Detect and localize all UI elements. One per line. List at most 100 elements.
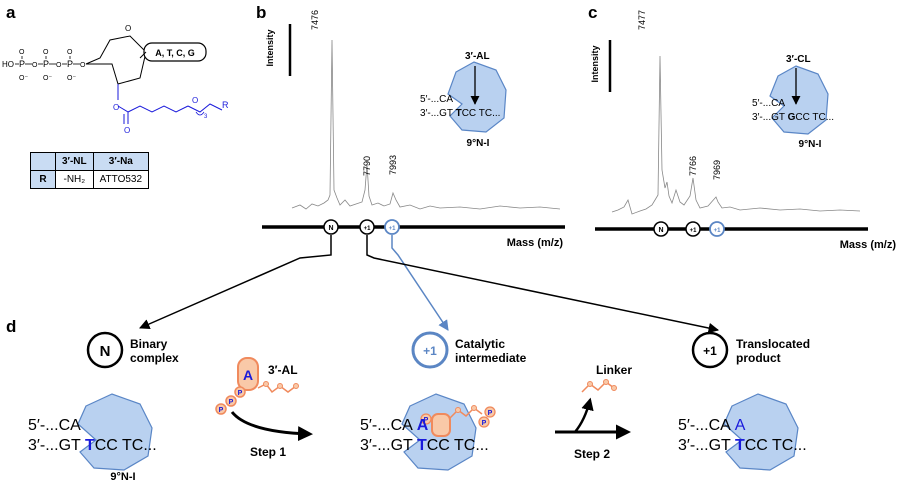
- svg-text:O: O: [124, 126, 130, 135]
- enzyme-label-c: 9°N-I: [799, 139, 822, 150]
- svg-text:P: P: [43, 59, 49, 69]
- svg-text:O: O: [67, 49, 73, 56]
- svg-text:+1: +1: [690, 228, 698, 234]
- state-binary-line2: complex: [130, 351, 179, 365]
- svg-text:O⁻: O⁻: [43, 75, 52, 82]
- base-box: [143, 42, 207, 62]
- svg-text:A: A: [243, 367, 253, 383]
- table-header-row: 3′-NL 3′-Na: [30, 152, 150, 171]
- strand-top-d-1: 5′-...CA: [28, 417, 81, 434]
- state-binary-line1: Binary: [130, 337, 168, 351]
- marker-n-c: [653, 221, 669, 237]
- peak-label-b-2: 7790: [362, 156, 372, 176]
- table-header: 3′-Na: [92, 152, 150, 171]
- svg-text:O: O: [32, 62, 38, 69]
- bound-nucleotide: P P P: [420, 405, 496, 437]
- marker-plus1-c: [685, 221, 701, 237]
- marker-n-b: [323, 219, 339, 235]
- panel-letter-d: d: [6, 317, 16, 336]
- xlabel-c: Mass (m/z): [840, 239, 897, 251]
- spectrum-c: [611, 55, 861, 215]
- state-intermediate-icon: [411, 331, 449, 369]
- svg-text:O: O: [113, 103, 119, 112]
- svg-text:O: O: [125, 24, 131, 33]
- r-group: R: [222, 100, 229, 110]
- triphosphate: POO⁻ O POO⁻ O POO⁻ O: [15, 49, 86, 82]
- nucleotide-3al: A P P P: [215, 357, 299, 415]
- strand-bottom-d-1: 3′-...GT TCC TC...: [28, 437, 157, 454]
- enzyme-d-1: [77, 393, 153, 471]
- arrow-to-product: [366, 235, 720, 334]
- panel-letter-c: c: [588, 3, 597, 22]
- svg-text:3: 3: [204, 114, 208, 120]
- step1-label: Step 1: [250, 445, 286, 459]
- base-label: A, T, C, G: [155, 48, 195, 58]
- table-cell: R: [30, 170, 56, 189]
- enzyme-label-d: 9°N-I: [110, 471, 135, 482]
- svg-text:P: P: [238, 390, 243, 397]
- xlabel-b: Mass (m/z): [507, 237, 564, 249]
- state-intermediate-line1: Catalytic: [455, 337, 505, 351]
- strand-top-c: 5′-...CA: [752, 98, 785, 109]
- state-product-line2: product: [736, 351, 781, 365]
- svg-text:P: P: [67, 59, 73, 69]
- nucleotide-label-c: 3′-CL: [786, 54, 811, 65]
- step1-arrow: [230, 411, 313, 442]
- svg-text:O⁻: O⁻: [67, 75, 76, 82]
- state-product-icon: [691, 331, 729, 369]
- svg-text:+1: +1: [703, 344, 717, 358]
- state-product-line1: Translocated: [736, 337, 810, 351]
- strand-bottom-d-2: 3′-...GT TCC TC...: [360, 437, 489, 454]
- svg-text:P: P: [488, 410, 493, 417]
- svg-text:N: N: [100, 343, 111, 360]
- peak-label-c-1: 7477: [637, 10, 647, 30]
- marker-intermediate-c: [709, 221, 725, 237]
- panel-letter-a: a: [6, 3, 16, 22]
- panel-letter-b: b: [256, 3, 266, 22]
- svg-text:O: O: [192, 96, 198, 105]
- arrow-to-binary: [139, 235, 332, 330]
- svg-text:+1: +1: [423, 344, 437, 358]
- strand-bottom-b: 3′-...GT TCC TC...: [420, 108, 500, 119]
- peak-label-b-1: 7476: [310, 10, 320, 30]
- nucleotide-structure: HO POO⁻ O POO⁻ O POO⁻ O O A, T, C, G: [2, 24, 229, 135]
- svg-text:O⁻: O⁻: [19, 75, 28, 82]
- svg-text:O: O: [19, 49, 25, 56]
- strand-bottom-c: 3′-...GT GCC TC...: [752, 112, 834, 123]
- svg-text:O: O: [56, 62, 62, 69]
- peak-label-c-2: 7766: [688, 156, 698, 176]
- nucleotide-label-d: 3′-AL: [268, 363, 298, 377]
- nucleotide-label-b: 3′-AL: [465, 51, 490, 62]
- enzyme-b: [447, 61, 507, 133]
- table-cell: ATTO532: [92, 170, 150, 189]
- r-group-table: 3′-NL 3′-Na R -NH₂ ATTO532: [30, 152, 150, 189]
- svg-text:P: P: [424, 417, 429, 424]
- step2-label: Step 2: [574, 447, 610, 461]
- table-corner: [30, 152, 56, 171]
- ylabel-c: Intensity: [590, 45, 600, 82]
- linker-chain: [117, 84, 223, 124]
- svg-text:N: N: [658, 227, 663, 234]
- arrow-to-intermediate: [391, 235, 449, 331]
- svg-text:+1: +1: [714, 228, 722, 234]
- table-row: R -NH₂ ATTO532: [30, 170, 150, 189]
- strand-bottom-d-3: 3′-...GT TCC TC...: [678, 437, 807, 454]
- svg-text:P: P: [219, 407, 224, 414]
- linker-label: Linker: [596, 363, 632, 377]
- peak-label-b-3: 7993: [388, 155, 398, 175]
- svg-text:N: N: [328, 225, 333, 232]
- svg-text:HO: HO: [2, 60, 14, 69]
- marker-intermediate-b: [384, 219, 400, 235]
- svg-text:P: P: [482, 420, 487, 427]
- state-binary-icon: [86, 331, 124, 369]
- strand-top-b: 5′-...CA: [420, 94, 453, 105]
- table-header: 3′-NL: [55, 152, 94, 171]
- svg-text:O: O: [43, 49, 49, 56]
- enzyme-label-b: 9°N-I: [467, 138, 490, 149]
- marker-plus1-b: [359, 219, 375, 235]
- svg-text:P: P: [229, 399, 234, 406]
- table-cell: -NH₂: [55, 170, 94, 189]
